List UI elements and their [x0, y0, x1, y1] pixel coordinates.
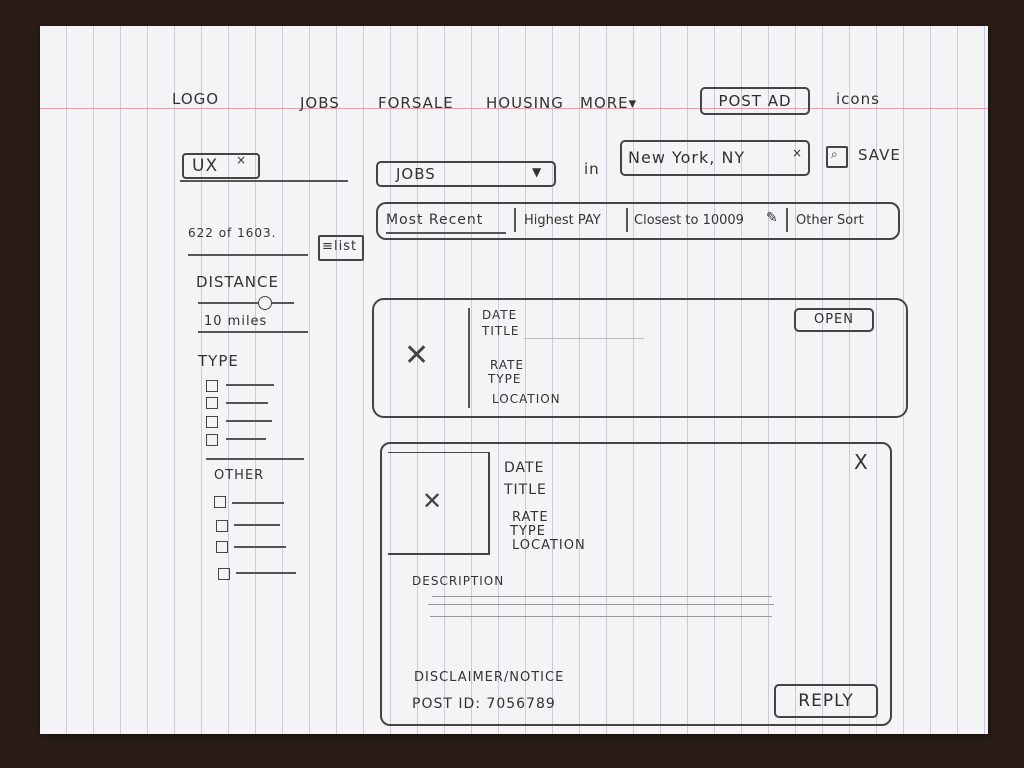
logo[interactable]: LOGO [172, 90, 220, 108]
list-view-toggle[interactable]: ≡ list [318, 235, 364, 261]
list-toggle-label: list [334, 239, 358, 254]
type-label: TYPE [198, 352, 239, 370]
type-checkbox-3[interactable] [206, 416, 218, 428]
results-count: 622 of 1603. [188, 226, 277, 240]
detail-date: DATE [504, 460, 545, 476]
listing-location: LOCATION [492, 392, 561, 406]
filters-divider [206, 458, 304, 460]
in-label: in [584, 160, 600, 178]
distance-slider-track[interactable] [198, 302, 294, 304]
listing-date: DATE [482, 308, 518, 322]
listing-title: TITLE [482, 324, 520, 338]
listing-card[interactable]: ✕ DATE TITLE RATE TYPE LOCATION OPEN [372, 298, 908, 418]
search-button[interactable]: ⌕ [826, 146, 848, 168]
type-option-4 [226, 438, 266, 440]
post-ad-button[interactable]: POST AD [700, 87, 810, 115]
detail-description-label: DESCRIPTION [412, 574, 505, 588]
description-line-3 [430, 616, 772, 617]
location-value: New York, NY [628, 148, 746, 167]
nav-jobs[interactable]: JOBS [300, 94, 340, 112]
other-option-3 [234, 546, 286, 548]
sort-closest[interactable]: Closest to 10009 [634, 213, 744, 228]
paper-sheet: LOGO JOBS FORSALE HOUSING MORE▾ POST AD … [40, 26, 988, 734]
detail-rate: RATE [512, 510, 549, 525]
reply-button[interactable]: REPLY [774, 684, 878, 718]
sort-most-recent[interactable]: Most Recent [386, 212, 484, 228]
nav-housing[interactable]: HOUSING [486, 94, 564, 112]
type-option-3 [226, 420, 272, 422]
detail-image-placeholder: ✕ [422, 487, 443, 515]
nav-more[interactable]: MORE▾ [580, 94, 638, 112]
sort-other[interactable]: Other Sort [796, 213, 864, 228]
type-option-2 [226, 402, 268, 404]
listing-rate: RATE [490, 358, 525, 372]
other-checkbox-2[interactable] [216, 520, 228, 532]
distance-slider-handle[interactable] [258, 296, 273, 310]
count-underline [188, 254, 308, 256]
detail-location: LOCATION [512, 538, 586, 553]
distance-underline [198, 331, 308, 333]
nav-forsale[interactable]: FORSALE [378, 94, 454, 112]
sort-divider-3 [786, 208, 788, 232]
search-query: UX [192, 156, 219, 176]
other-option-4 [236, 572, 296, 574]
detail-image-frame: ✕ [388, 452, 490, 555]
sort-divider-2 [626, 208, 628, 232]
other-checkbox-4[interactable] [218, 568, 230, 580]
other-option-1 [232, 502, 284, 504]
search-underline [180, 180, 348, 182]
header-icons[interactable]: icons [836, 90, 880, 108]
location-clear-icon[interactable]: × [792, 146, 804, 160]
location-input[interactable]: New York, NY × [620, 140, 810, 176]
other-label: OTHER [214, 468, 265, 483]
distance-label: DISTANCE [196, 273, 279, 291]
type-option-1 [226, 384, 274, 386]
detail-disclaimer: DISCLAIMER/NOTICE [414, 670, 565, 685]
listing-image-divider [468, 308, 470, 408]
detail-title: TITLE [504, 482, 547, 498]
listing-type: TYPE [488, 372, 522, 386]
sort-active-underline [386, 232, 506, 234]
pencil-icon[interactable]: ✎ [766, 210, 778, 226]
category-select[interactable]: JOBS ▼ [376, 161, 556, 187]
category-value: JOBS [396, 165, 436, 183]
detail-post-id: POST ID: 7056789 [412, 696, 556, 712]
chevron-down-icon: ▼ [532, 165, 543, 179]
other-checkbox-3[interactable] [216, 541, 228, 553]
type-checkbox-4[interactable] [206, 434, 218, 446]
listing-title-line [524, 338, 644, 339]
distance-value: 10 miles [204, 314, 268, 329]
description-line-1 [432, 596, 772, 597]
listing-image-placeholder: ✕ [404, 338, 430, 373]
sort-divider-1 [514, 208, 516, 232]
list-icon: ≡ [322, 239, 334, 254]
other-checkbox-1[interactable] [214, 496, 226, 508]
save-search-link[interactable]: SAVE [858, 146, 901, 164]
clear-icon[interactable]: × [236, 153, 248, 167]
type-checkbox-2[interactable] [206, 397, 218, 409]
search-icon: ⌕ [831, 147, 839, 161]
detail-type: TYPE [510, 524, 546, 539]
type-checkbox-1[interactable] [206, 380, 218, 392]
detail-card: ✕ DATE TITLE RATE TYPE LOCATION X DESCRI… [380, 442, 892, 726]
search-input[interactable]: UX × [182, 153, 260, 179]
other-option-2 [234, 524, 280, 526]
sort-highest-pay[interactable]: Highest PAY [524, 213, 601, 228]
close-icon[interactable]: X [854, 450, 869, 474]
margin-line [40, 108, 988, 109]
open-button[interactable]: OPEN [794, 308, 874, 332]
sort-bar: Most Recent Highest PAY Closest to 10009… [376, 202, 900, 240]
description-line-2 [428, 604, 774, 605]
